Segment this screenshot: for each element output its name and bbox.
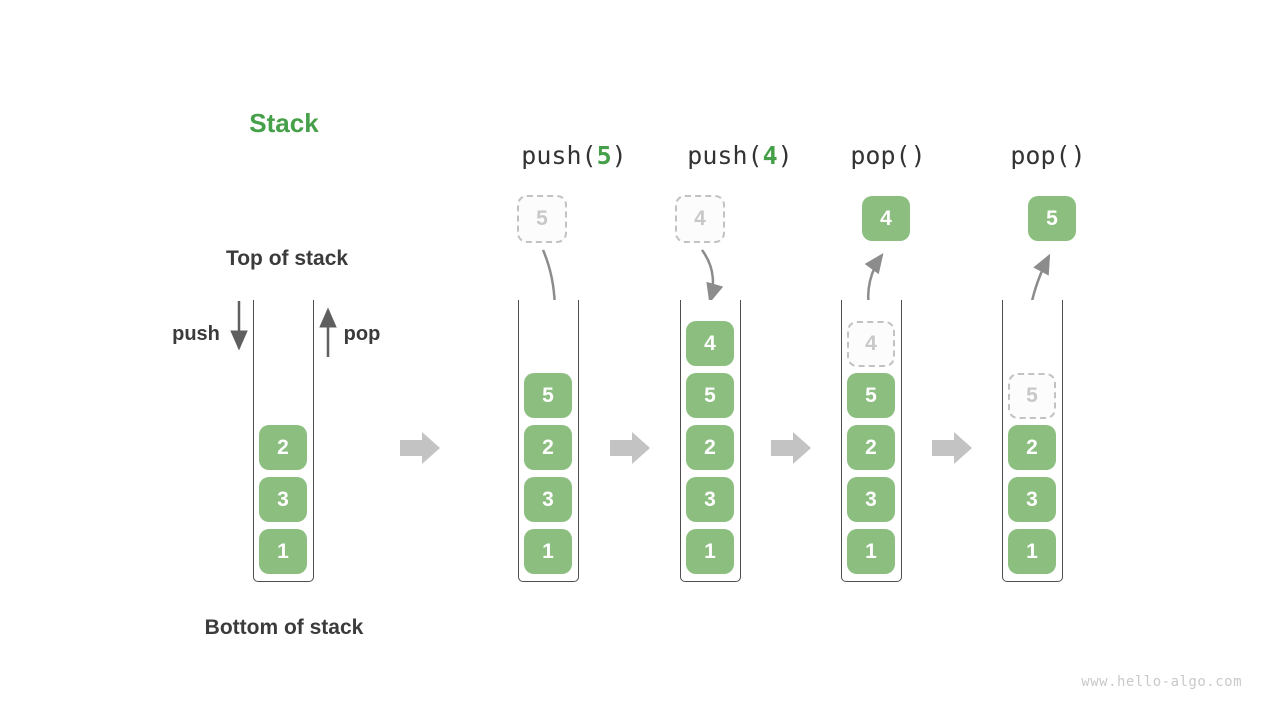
stack-cell: 1 [686,529,734,574]
op-arg: 4 [762,141,778,170]
stack-cell: 3 [259,477,307,522]
op-text: ) [1070,141,1086,170]
op-label-pop-2: pop() [1010,141,1085,170]
ghost-push-cell: 4 [675,195,725,243]
ghost-pop-cell: 4 [847,321,895,367]
stack-cell: 5 [686,373,734,418]
stack-cell: 1 [524,529,572,574]
op-text: push( [521,141,597,170]
stack-cell: 5 [847,373,895,418]
stack-cell: 2 [686,425,734,470]
stack-cell: 5 [524,373,572,418]
pop-label: pop [343,323,381,345]
stack-cell: 1 [259,529,307,574]
bottom-of-stack-label: Bottom of stack [204,616,364,639]
op-text: ) [910,141,926,170]
op-label-pop-1: pop() [850,141,925,170]
stack-cell: 2 [524,425,572,470]
stack-cell: 3 [686,477,734,522]
ghost-pop-cell: 5 [1008,373,1056,419]
watermark: www.hello-algo.com [1081,674,1242,690]
popped-cell: 4 [862,196,910,241]
stack-cell: 2 [847,425,895,470]
transition-arrow-icon [771,432,811,464]
op-text: push( [687,141,763,170]
stack-cell: 4 [686,321,734,366]
stack-cell: 2 [1008,425,1056,470]
stack-cell: 1 [1008,529,1056,574]
diagram-title: Stack [249,108,319,138]
stack-cell: 2 [259,425,307,470]
stack-cell: 3 [847,477,895,522]
top-of-stack-label: Top of stack [225,247,349,270]
stack-cell: 3 [524,477,572,522]
popped-cell: 5 [1028,196,1076,241]
transition-arrow-icon [610,432,650,464]
stack-cell: 1 [847,529,895,574]
op-label-push-5: push(5) [521,141,626,170]
transition-arrow-icon [400,432,440,464]
op-text: ) [611,141,627,170]
ghost-push-cell: 5 [517,195,567,243]
stack-cell: 3 [1008,477,1056,522]
op-text: pop( [1010,141,1071,170]
push4-curve-arrow-icon [700,249,724,304]
op-text: ) [777,141,793,170]
op-arg: 5 [596,141,612,170]
transition-arrow-icon [932,432,972,464]
op-label-push-4: push(4) [687,141,792,170]
op-text: pop( [850,141,911,170]
push-label: push [172,323,220,345]
